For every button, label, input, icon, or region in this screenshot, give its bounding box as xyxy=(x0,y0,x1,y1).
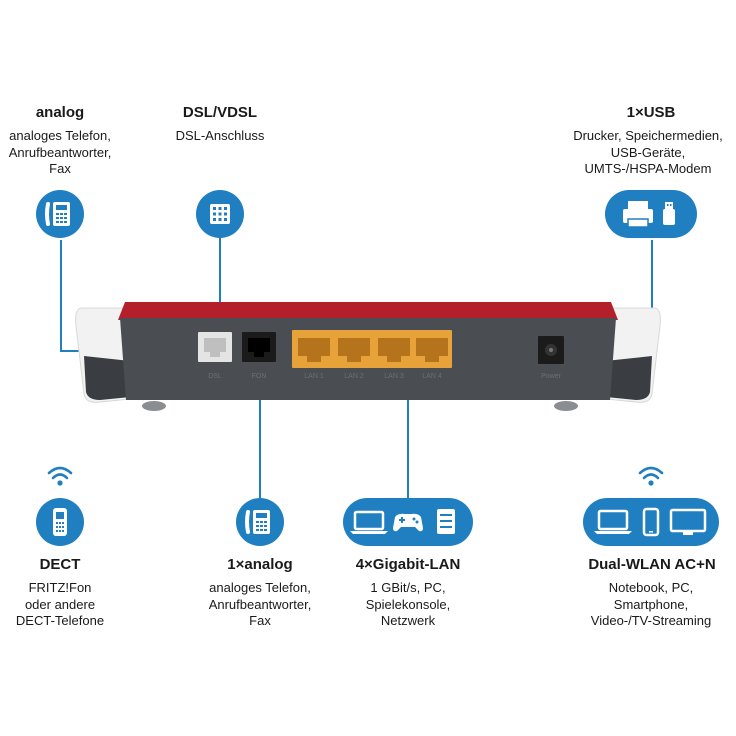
dsl-line-1: DSL-Anschluss xyxy=(175,128,265,143)
dsl-keypad-icon xyxy=(195,189,245,239)
wlan-devices-icon xyxy=(583,497,719,547)
wlan-line-1: Notebook, PC, xyxy=(608,580,694,595)
connector-analog-top-h xyxy=(60,350,82,352)
dect-description: FRITZ!Fon oder andere DECT-Telefone xyxy=(0,580,120,630)
port-label-fon: FON xyxy=(252,373,267,380)
lan-description: 1 GBit/s, PC, Spielekonsole, Netzwerk xyxy=(333,580,483,630)
analog-bottom-line-2: Anrufbeantworter, xyxy=(208,596,312,612)
analog-line-1: analoges Telefon, xyxy=(9,128,111,143)
analog-bottom-line-1: analoges Telefon, xyxy=(209,580,311,595)
wlan-line-2: Smartphone, xyxy=(613,596,689,612)
dect-line-3: DECT-Telefone xyxy=(15,613,105,628)
dsl-title: DSL/VDSL xyxy=(182,104,258,121)
usb-line-2: USB-Geräte, xyxy=(610,144,686,160)
analog-phone-icon xyxy=(35,189,85,239)
usb-description: Drucker, Speichermedien, USB-Geräte, UMT… xyxy=(560,128,736,178)
analog-bottom-title: 1×analog xyxy=(227,556,293,573)
analog-title: analog xyxy=(35,104,85,121)
wlan-description: Notebook, PC, Smartphone, Video-/TV-Stre… xyxy=(566,580,736,630)
lan-line-3: Netzwerk xyxy=(380,613,436,628)
router-device: DSL FON LAN 1 LAN 2 LAN 3 LAN 4 Power xyxy=(70,296,666,416)
wlan-title: Dual-WLAN AC+N xyxy=(588,556,716,573)
connector-usb xyxy=(651,240,653,352)
wifi-signal-icon-wlan xyxy=(636,464,666,488)
lan-devices-icon xyxy=(343,497,473,547)
dsl-description: DSL-Anschluss xyxy=(160,128,280,145)
analog-bottom-line-3: Fax xyxy=(249,613,271,628)
usb-line-3: UMTS-/HSPA-Modem xyxy=(584,161,712,176)
usb-line-1: Drucker, Speichermedien, xyxy=(573,128,723,143)
connector-analog-bottom xyxy=(259,362,261,498)
connector-analog-top xyxy=(60,240,62,352)
dect-line-2: oder andere xyxy=(24,596,96,612)
port-label-power: Power xyxy=(541,373,562,380)
port-label-lan4: LAN 4 xyxy=(422,373,442,380)
analog-bottom-description: analoges Telefon, Anrufbeantworter, Fax xyxy=(185,580,335,630)
analog-line-3: Fax xyxy=(49,161,71,176)
printer-usb-icon xyxy=(605,189,697,239)
connector-dsl xyxy=(219,236,221,336)
port-label-lan2: LAN 2 xyxy=(344,373,364,380)
usb-title: 1×USB xyxy=(626,104,676,121)
analog-phone-icon-bottom xyxy=(235,497,285,547)
analog-line-2: Anrufbeantworter, xyxy=(8,144,112,160)
port-label-lan3: LAN 3 xyxy=(384,373,404,380)
connector-lan xyxy=(407,362,409,502)
lan-line-1: 1 GBit/s, PC, xyxy=(370,580,446,595)
analog-description: analoges Telefon, Anrufbeantworter, Fax xyxy=(0,128,120,178)
port-label-dsl: DSL xyxy=(208,373,222,380)
dect-title: DECT xyxy=(39,556,81,573)
lan-line-2: Spielekonsole, xyxy=(365,596,451,612)
port-label-lan1: LAN 1 xyxy=(304,373,324,380)
dect-line-1: FRITZ!Fon xyxy=(28,580,92,595)
lan-title: 4×Gigabit-LAN xyxy=(355,556,461,573)
wifi-signal-icon xyxy=(45,464,75,488)
wlan-line-3: Video-/TV-Streaming xyxy=(590,613,712,628)
dect-phone-icon xyxy=(35,497,85,547)
